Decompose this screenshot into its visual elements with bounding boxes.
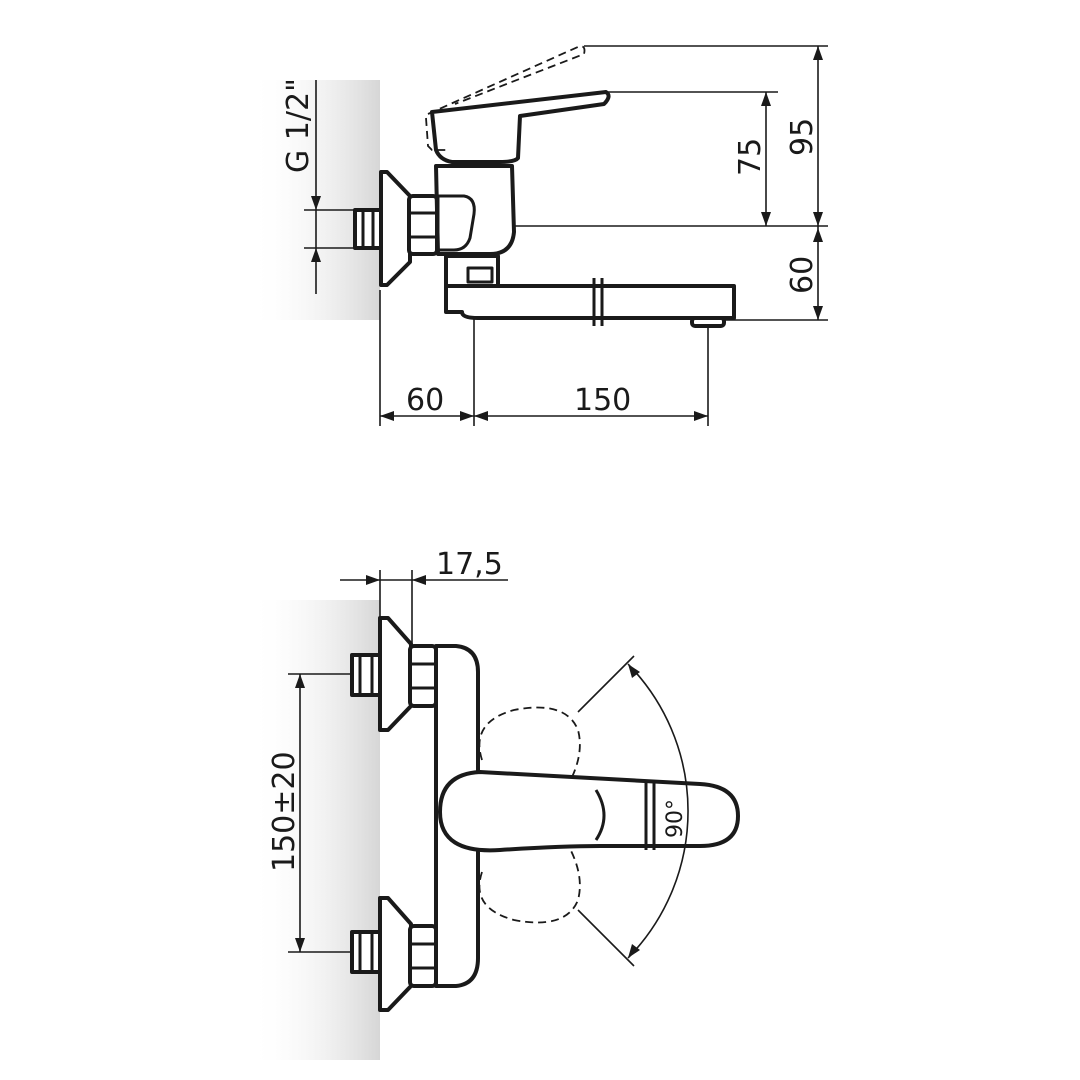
bottom-flange [378,896,413,1012]
rotation-angle-dimension: 90° [577,655,689,967]
horizontal-dimensions: 60 150 [379,290,709,426]
dim-95-label: 95 [785,118,820,156]
dim-150-20-label: 150±20 [267,751,302,872]
top-inlet-nipple [350,653,384,697]
top-union-nut [408,644,438,708]
dim-17-5-label: 17,5 [436,547,503,582]
lever-handle-open-position [425,45,586,151]
handle-height-dimension: 75 [514,91,828,227]
wall-flange [379,170,412,287]
aerator [690,316,726,328]
front-view: 17,5 150±20 90° [250,547,740,1060]
total-height-dimension: 95 [584,45,828,226]
union-nut [407,194,439,256]
centers-dimension: 150±20 [267,673,354,953]
side-view: G 1/2" 75 95 60 [250,45,828,426]
bottom-inlet-nipple [350,930,384,974]
bottom-union-nut [408,924,438,988]
dim-150-label: 150 [574,383,631,418]
dim-60-vertical-label: 60 [785,256,820,294]
rotation-angle-label: 90° [663,799,688,838]
lever-handle-front [438,770,740,853]
spout-height-dimension: 60 [724,226,828,321]
spout [444,284,736,320]
lever-handle [430,90,611,164]
flange-dimension: 17,5 [340,547,508,644]
thread-label: G 1/2" [281,78,316,173]
inlet-nipple [353,208,385,250]
dim-60-horizontal-label: 60 [406,383,444,418]
thread-dimension: G 1/2" [281,78,356,294]
dim-75-label: 75 [733,138,768,176]
top-flange [378,616,413,732]
